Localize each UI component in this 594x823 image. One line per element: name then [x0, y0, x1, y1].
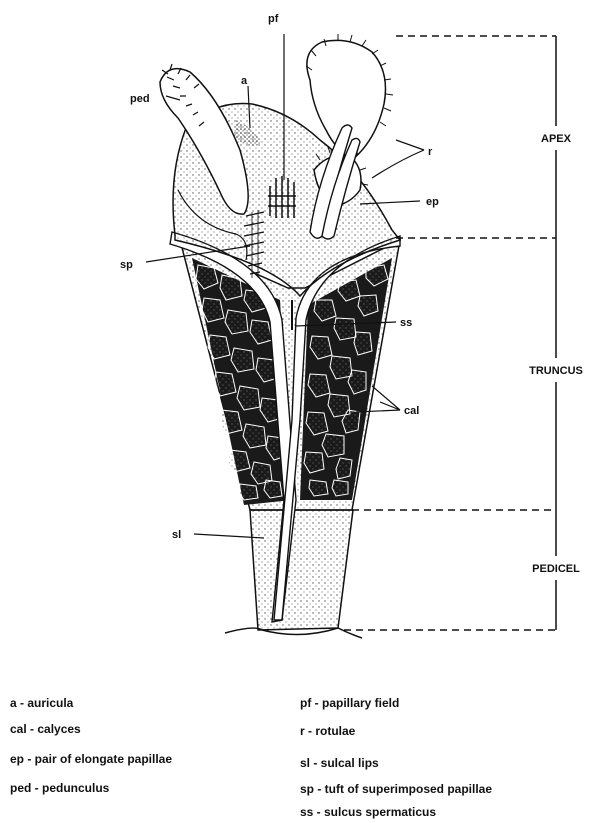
legend-item: ep - pair of elongate papillae	[10, 752, 172, 766]
legend-item: pf - papillary field	[300, 696, 399, 710]
label-ss: ss	[400, 317, 412, 329]
legend-item: sl - sulcal lips	[300, 756, 379, 770]
legend-item: ped - pedunculus	[10, 781, 109, 795]
label-sp: sp	[120, 259, 133, 271]
legend-item: ss - sulcus spermaticus	[300, 805, 436, 819]
label-cal: cal	[404, 405, 419, 417]
region-apex-label: APEX	[541, 133, 572, 145]
rotulae	[306, 34, 393, 206]
region-pedicel-label: PEDICEL	[532, 563, 580, 575]
legend-item: r - rotulae	[300, 724, 355, 738]
pedicel-body	[225, 510, 362, 638]
region-truncus-label: TRUNCUS	[529, 365, 583, 377]
label-sl: sl	[172, 529, 181, 541]
label-r: r	[428, 146, 433, 158]
label-pf: pf	[268, 13, 279, 25]
legend-item: cal - calyces	[10, 722, 81, 736]
label-a: a	[241, 75, 248, 87]
legend-item: sp - tuft of superimposed papillae	[300, 782, 492, 796]
legend-item: a - auricula	[10, 696, 73, 710]
label-ep: ep	[426, 196, 439, 208]
label-ped: ped	[130, 93, 150, 105]
